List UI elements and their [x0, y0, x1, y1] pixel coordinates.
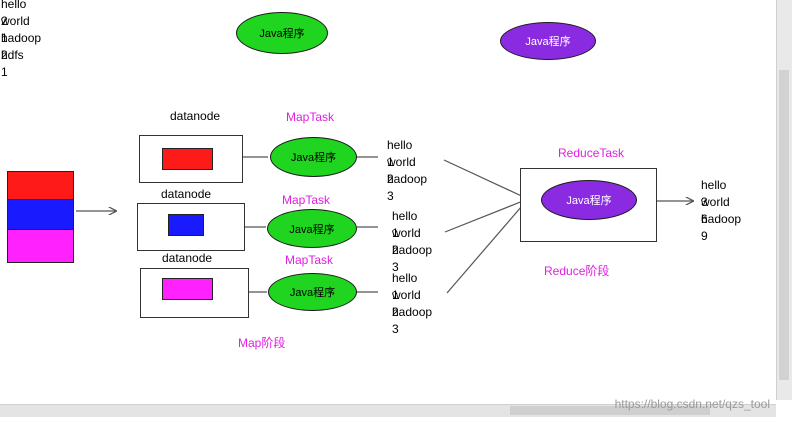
output-line: world 1 — [1, 14, 30, 45]
reduce-stage-label: Reduce阶段 — [544, 264, 610, 278]
top-java-program-purple: Java程序 — [500, 22, 596, 60]
out2-to-reduce — [444, 198, 529, 233]
map-output-line: hello 1 — [392, 271, 418, 302]
file-block-red — [7, 171, 74, 200]
map-java-program: Java程序 — [270, 137, 357, 177]
map-java-program: Java程序 — [267, 209, 357, 248]
file-block-blue — [7, 199, 74, 230]
reduce-output-line: hello 3 — [701, 178, 727, 209]
datanode-label: datanode — [170, 109, 221, 123]
datanode-label: datanode — [162, 251, 213, 265]
data-block — [168, 214, 204, 236]
datanode-box — [140, 268, 249, 318]
reduce-output-line: hadoop 9 — [701, 212, 742, 243]
output-line: hdfs 1 — [1, 48, 24, 79]
map-output-line: hello 1 — [392, 209, 418, 240]
out1-to-reduce — [443, 159, 529, 200]
maptask-label: MapTask — [282, 193, 331, 207]
map-output-line: hadoop 3 — [392, 305, 433, 336]
watermark: https://blog.csdn.net/qzs_tool — [614, 397, 770, 411]
reduce-output-line: world 6 — [701, 195, 730, 226]
file-block-magenta — [7, 229, 74, 263]
map-java-program: Java程序 — [268, 273, 357, 311]
maptask-label: MapTask — [286, 110, 335, 124]
map-stage-label: Map阶段 — [238, 336, 286, 350]
map-output-line: hadoop 3 — [392, 243, 433, 274]
map-output-line: hadoop 3 — [387, 172, 428, 203]
map-output-line: world 2 — [392, 288, 421, 319]
output-line: hadoop 2 — [1, 31, 42, 62]
out3-to-reduce — [446, 198, 529, 294]
map-output-line: world 2 — [387, 155, 416, 186]
maptask-label: MapTask — [285, 253, 334, 267]
map-output-line: hello 1 — [387, 138, 413, 169]
top-java-program-green: Java程序 — [236, 12, 328, 54]
datanode-box — [139, 135, 243, 183]
map-output-line: world 2 — [392, 226, 421, 257]
output-line: hello 2 — [1, 0, 27, 28]
horizontal-scrollbar-thumb[interactable] — [510, 406, 710, 415]
reduce-java-program: Java程序 — [541, 180, 637, 220]
datanode-label: datanode — [161, 187, 212, 201]
reducetask-label: ReduceTask — [558, 146, 625, 160]
vertical-scrollbar-thumb[interactable] — [779, 70, 789, 380]
data-block — [162, 278, 213, 300]
data-block — [162, 148, 213, 170]
